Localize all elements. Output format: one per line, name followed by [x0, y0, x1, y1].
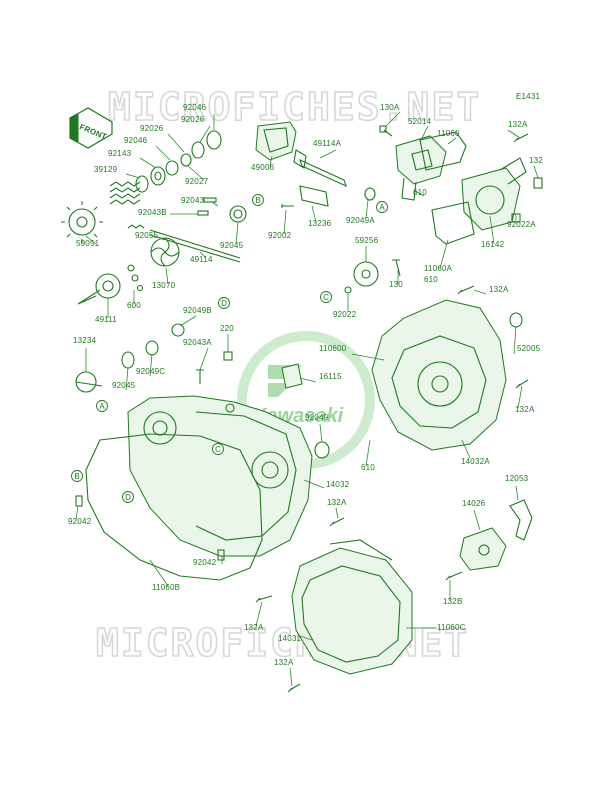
part-number-label: 92045: [112, 381, 136, 390]
ref-marker: D: [122, 491, 134, 503]
ref-marker: D: [218, 297, 230, 309]
part-number-label: 49114: [190, 255, 213, 264]
part-number-label: 39129: [94, 165, 118, 174]
ref-marker-letter: C: [215, 445, 221, 454]
bolt-132a-lower: [255, 595, 273, 603]
ref-marker-letter: D: [221, 299, 227, 308]
part-number-label: 11060C: [437, 623, 466, 632]
part-number-label: 14031: [278, 634, 302, 643]
ref-marker: A: [376, 201, 388, 213]
part-number-label: 11060B: [152, 583, 180, 592]
part-number-label: 13236: [308, 219, 332, 228]
part-number-label: 11060: [437, 129, 460, 138]
part-number-label: 600: [127, 301, 141, 310]
part-number-label: 92045: [220, 241, 244, 250]
part-number-label: 92043A: [183, 338, 212, 347]
diagram-id: E1431: [516, 92, 540, 101]
part-number-label: 92049C: [136, 367, 165, 376]
part-number-label: 132A: [515, 405, 535, 414]
part-number-label: 92022: [333, 310, 357, 319]
part-number-label: 49111: [95, 315, 117, 324]
ref-marker-letter: D: [125, 493, 131, 502]
clutch-cover: [371, 285, 529, 451]
part-number-label: 130A: [380, 103, 400, 112]
part-number-label: 49006: [251, 163, 275, 172]
ref-marker: A: [96, 400, 108, 412]
part-number-label: 130: [389, 280, 403, 289]
generator-cover: [291, 539, 413, 675]
part-number-label: 92049A: [346, 216, 375, 225]
part-number-label: 132B: [443, 597, 462, 606]
part-number-label: 92042: [193, 558, 217, 567]
part-number-label: 92049B: [183, 306, 212, 315]
part-number-label: 92143: [108, 149, 132, 158]
part-number-label: 12053: [505, 474, 529, 483]
ref-marker-letter: C: [323, 293, 329, 302]
part-labels: 92046 92026 92026 92046 92143 39129 92027 49006…: [68, 103, 543, 667]
ref-marker: C: [212, 443, 224, 455]
part-number-label: 52014: [408, 117, 432, 126]
part-number-label: 610: [413, 188, 427, 197]
part-number-label: 132A: [274, 658, 294, 667]
part-number-label: 132A: [489, 285, 509, 294]
part-number-label: 132A: [327, 498, 347, 507]
part-number-label: 92027: [185, 177, 209, 186]
part-number-label: 14032: [326, 480, 350, 489]
dowel-92042-left: [75, 495, 83, 507]
part-number-label: 92042: [68, 517, 92, 526]
ref-marker-letter: A: [379, 203, 385, 212]
watermark-top: MICROFICHES.NET: [108, 85, 481, 129]
part-number-label: 14032A: [461, 457, 490, 466]
bolt-132a-mid: [329, 517, 345, 527]
part-number-label: 92022A: [507, 220, 536, 229]
part-number-label: 132: [529, 156, 543, 165]
part-number-label: 92043: [181, 196, 205, 205]
part-number-label: 132A: [244, 623, 264, 632]
crankcase-cover: [75, 323, 330, 557]
reference-markers: B A D C A C B D: [71, 194, 388, 503]
front-arrow-icon: FRONT: [69, 107, 113, 149]
ref-marker: C: [320, 291, 332, 303]
ref-marker-letter: B: [74, 472, 79, 481]
lever-bracket: [445, 499, 533, 581]
gasket-11060b: [85, 433, 263, 581]
part-number-label: 92002: [268, 231, 292, 240]
part-number-label: 59256: [355, 236, 379, 245]
ref-marker: B: [252, 194, 264, 206]
part-number-label: 92046: [183, 103, 207, 112]
part-number-label: 16115: [319, 372, 342, 381]
part-number-label: 52005: [517, 344, 541, 353]
part-number-label: 92043B: [138, 208, 167, 217]
part-number-label: 92049: [305, 413, 329, 422]
part-number-label: 610: [424, 275, 438, 284]
part-number-label: 220: [220, 324, 234, 333]
ref-marker-letter: A: [99, 402, 105, 411]
part-number-label: 110600: [319, 344, 347, 353]
ref-marker: B: [71, 470, 83, 482]
part-number-label: 11060A: [424, 264, 453, 273]
part-number-label: 49114A: [313, 139, 342, 148]
thermostat-housing: [344, 125, 543, 294]
part-number-label: 59051: [76, 239, 100, 248]
leader-lines: [75, 111, 539, 687]
part-number-label: 16142: [481, 240, 505, 249]
part-number-label: 92026: [181, 115, 205, 124]
part-number-label: 14026: [462, 499, 486, 508]
dowel-92042-right: [217, 549, 225, 561]
part-number-label: 610: [361, 463, 375, 472]
part-number-label: 92055: [135, 231, 159, 240]
part-number-label: 92046: [124, 136, 148, 145]
ref-marker-letter: B: [255, 196, 260, 205]
part-number-label: 132A: [508, 120, 528, 129]
part-number-label: 13234: [73, 336, 97, 345]
part-number-label: 92026: [140, 124, 164, 133]
part-number-label: 13070: [152, 281, 176, 290]
bolt-132a-bottom: [287, 683, 301, 693]
